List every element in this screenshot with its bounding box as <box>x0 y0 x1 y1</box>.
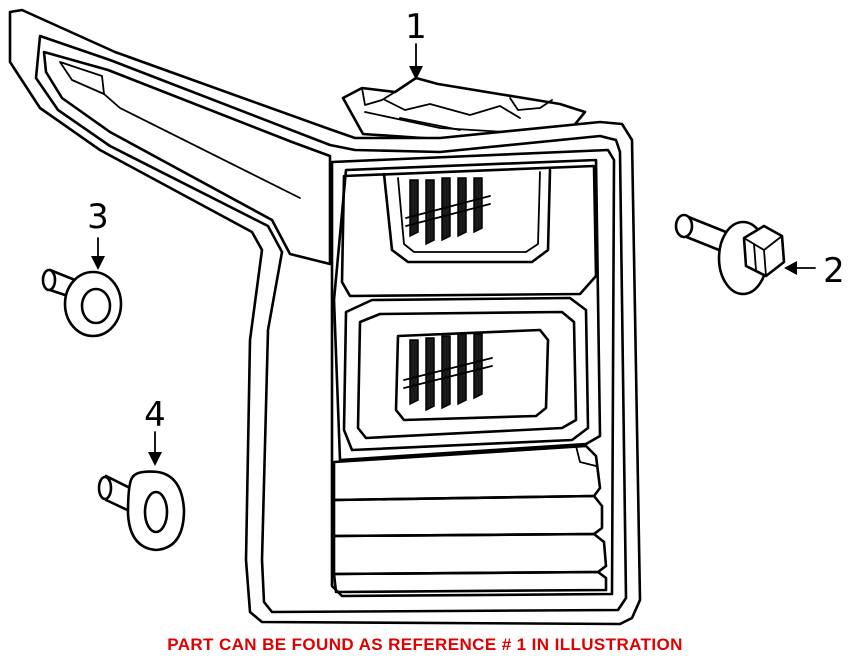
retainer-upper <box>41 268 123 338</box>
lamp-arm-detail <box>42 50 332 266</box>
bolt <box>674 213 786 296</box>
upper-led-elements <box>405 177 491 246</box>
callout-3-label: 3 <box>87 197 109 237</box>
callout-2-label: 2 <box>823 251 845 291</box>
lower-light-pipe <box>342 296 590 452</box>
tail-lamp-assembly <box>8 8 642 626</box>
lamp-reflector-bands <box>332 444 608 594</box>
callout-1-label: 1 <box>405 7 427 47</box>
lower-led-elements <box>403 333 493 412</box>
lamp-lens <box>330 148 616 598</box>
callout-4-label: 4 <box>144 395 166 435</box>
reference-note: PART CAN BE FOUND AS REFERENCE # 1 IN IL… <box>167 635 683 654</box>
upper-light-pipe <box>340 164 598 298</box>
retainer-lower <box>97 470 186 552</box>
leader-arrows <box>91 43 816 466</box>
lamp-housing-border <box>34 34 628 614</box>
